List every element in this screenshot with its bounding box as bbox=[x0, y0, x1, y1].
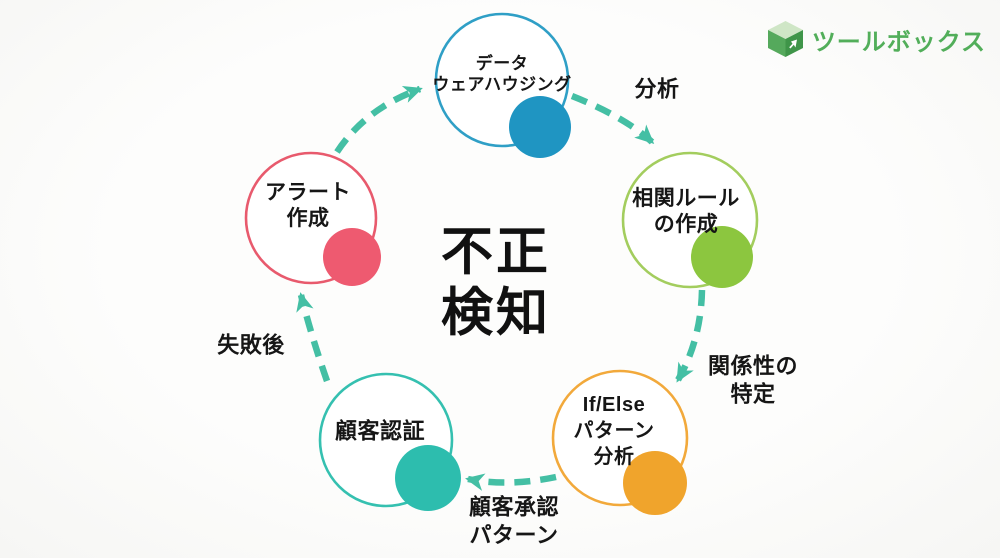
arrow-correlation-to-ifelse bbox=[675, 289, 706, 383]
node-correlation-rules-label: 相関ルール の作成 bbox=[632, 186, 740, 236]
node-customer-auth-dot bbox=[395, 445, 461, 511]
node-correlation-rules-dot bbox=[691, 226, 753, 288]
node-ifelse-pattern-label: If/Else パターン 分析 bbox=[573, 394, 655, 468]
node-alert-creation-label: アラート 作成 bbox=[265, 180, 351, 230]
node-customer-auth-label: 顧客認証 bbox=[334, 418, 426, 444]
arrow-ifelse-to-auth bbox=[465, 473, 557, 491]
node-alert-creation-dot bbox=[323, 228, 381, 286]
toolbox-logo: ツールボックス bbox=[767, 20, 986, 58]
node-data-warehousing-label: データ ウェアハウジング bbox=[432, 53, 572, 94]
toolbox-cube-mark bbox=[788, 39, 797, 49]
arrow-auth-to-alert bbox=[296, 292, 331, 383]
edge-label-identify-relationships: 関係性の 特定 bbox=[707, 353, 799, 407]
toolbox-logo-text: ツールボックス bbox=[811, 28, 986, 56]
edge-label-analysis: 分析 bbox=[634, 76, 680, 102]
center-title: 不正 検知 bbox=[440, 223, 552, 343]
arrow-data-to-correlation bbox=[570, 92, 655, 145]
node-data-warehousing-dot bbox=[509, 96, 571, 158]
toolbox-cube-icon bbox=[767, 21, 803, 57]
arrow-alert-to-data bbox=[334, 85, 423, 154]
edge-label-after-failure: 失敗後 bbox=[217, 332, 285, 358]
node-ifelse-pattern-dot bbox=[623, 451, 687, 515]
edge-label-customer-approval-pattern: 顧客承認 パターン bbox=[468, 494, 560, 548]
